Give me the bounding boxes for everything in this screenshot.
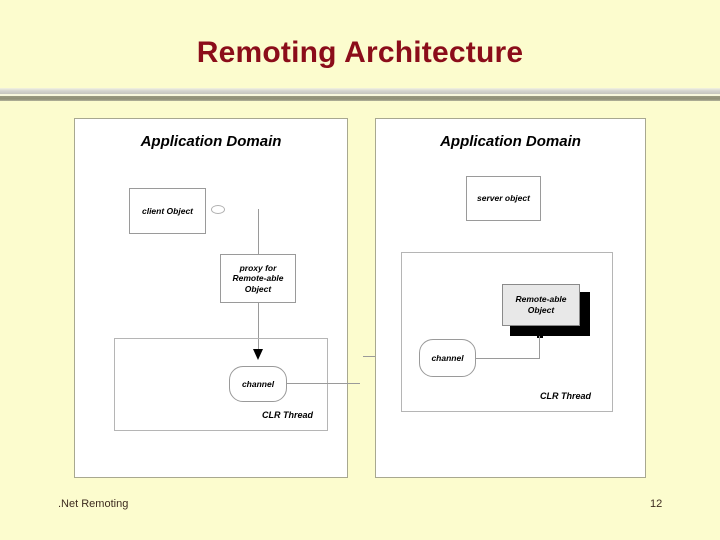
remote-object-line-1: Remote-able xyxy=(515,293,567,304)
right-application-domain-panel: Application Domain server object CLR Thr… xyxy=(375,118,646,478)
left-channel-node[interactable]: channel xyxy=(229,366,287,402)
proxy-object-box[interactable]: proxy for Remote-able Object xyxy=(220,254,296,303)
proxy-to-channel-connector xyxy=(258,303,259,351)
proxy-object-line-2: Remote-able xyxy=(232,273,284,284)
remote-object-box[interactable]: Remote-able Object xyxy=(502,284,580,326)
left-channel-outgoing-line xyxy=(286,383,360,384)
page-number: 12 xyxy=(650,498,663,510)
client-to-proxy-connector xyxy=(258,209,259,255)
left-clr-thread-container xyxy=(114,338,328,431)
right-clr-thread-container xyxy=(401,252,613,412)
right-channel-node[interactable]: channel xyxy=(419,339,476,377)
page-title: Remoting Architecture xyxy=(196,36,524,69)
divider-dark-bar xyxy=(0,96,720,101)
channel-to-remote-horizontal xyxy=(476,358,540,359)
left-clr-thread-label: CLR Thread xyxy=(262,410,314,420)
footer-label: .Net Remoting xyxy=(58,498,129,510)
right-clr-thread-label: CLR Thread xyxy=(540,391,592,401)
divider-light-bar xyxy=(0,88,720,94)
channel-to-remote-vertical xyxy=(539,334,540,359)
right-panel-title: Application Domain xyxy=(440,133,581,150)
client-object-box[interactable]: client Object xyxy=(129,188,206,234)
remote-object-line-2: Object xyxy=(527,305,555,315)
proxy-object-line-1: proxy for xyxy=(239,262,277,273)
proxy-to-channel-arrowhead xyxy=(253,349,263,360)
divider-gap xyxy=(0,94,720,96)
lollipop-interface-icon xyxy=(211,205,225,214)
left-panel-title: Application Domain xyxy=(140,133,282,150)
left-application-domain-panel: Application Domain client Object proxy f… xyxy=(74,118,348,478)
server-object-box[interactable]: server object xyxy=(466,176,541,221)
proxy-object-line-3: Object xyxy=(244,283,272,294)
